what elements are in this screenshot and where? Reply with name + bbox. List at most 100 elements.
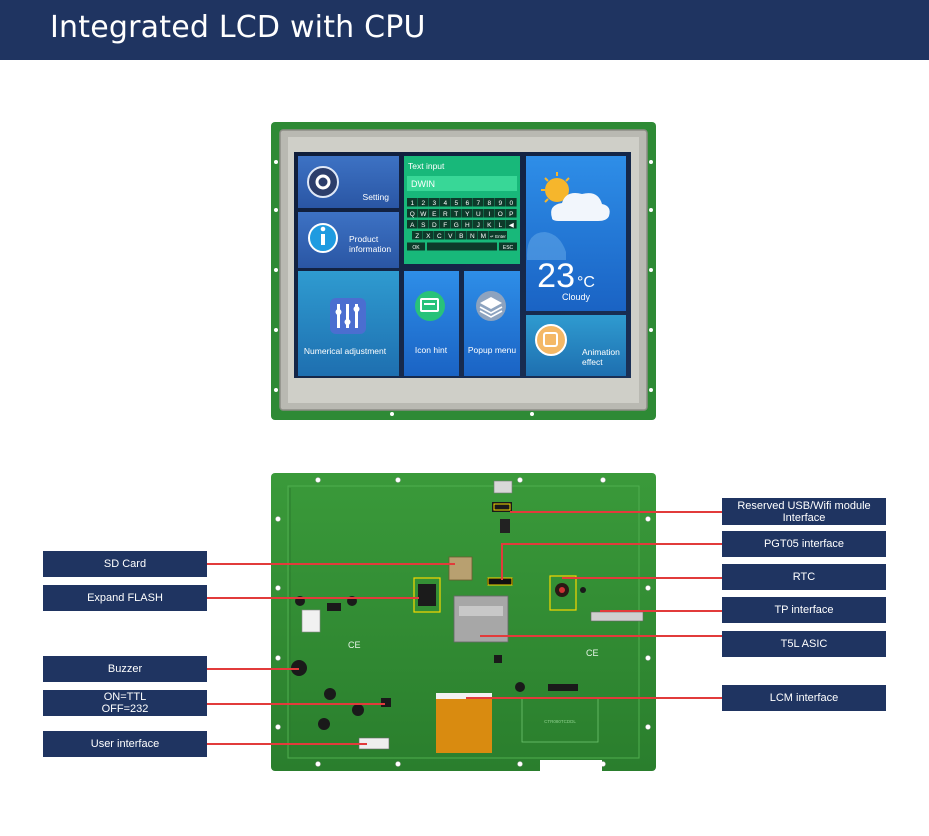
- keyboard-key[interactable]: [429, 198, 440, 207]
- keyboard-key-label: R: [443, 211, 448, 218]
- keyboard-key[interactable]: [473, 198, 484, 207]
- keyboard-key[interactable]: [423, 231, 434, 240]
- keyboard-key-label: C: [437, 233, 442, 240]
- keyboard-key-label: N: [470, 233, 475, 240]
- keyboard-key-label: ESC: [503, 245, 514, 251]
- keyboard-key[interactable]: [407, 209, 418, 218]
- keyboard-key-ok[interactable]: [407, 242, 425, 251]
- keyboard-key[interactable]: [473, 220, 484, 229]
- keyboard-key-label: 3: [432, 200, 436, 207]
- text-input-title: Text input: [408, 161, 445, 171]
- label-user-interface: User interface: [43, 731, 207, 757]
- keyboard-key[interactable]: [462, 198, 473, 207]
- keyboard-key[interactable]: [445, 231, 456, 240]
- pointer-sd-card: [207, 563, 455, 565]
- keyboard-key-label: 1: [410, 200, 414, 207]
- keyboard-key[interactable]: [484, 220, 495, 229]
- keyboard-key[interactable]: [506, 220, 517, 229]
- keyboard-key[interactable]: [451, 220, 462, 229]
- keyboard-key[interactable]: [434, 231, 445, 240]
- tile-animation-label-1: Animation: [582, 347, 620, 357]
- keyboard-key-label: T: [454, 211, 458, 218]
- keyboard-key[interactable]: [440, 198, 451, 207]
- keyboard-key[interactable]: [489, 231, 507, 240]
- keyboard-key-label: 2: [421, 200, 425, 207]
- keyboard-key[interactable]: [484, 209, 495, 218]
- keyboard-key[interactable]: [440, 220, 451, 229]
- keyboard-key-label: X: [426, 233, 431, 240]
- keyboard-key-label: J: [477, 222, 480, 229]
- keyboard-key[interactable]: [478, 231, 489, 240]
- label-expand-flash: Expand FLASH: [43, 585, 207, 611]
- label-ttl-232: ON=TTL OFF=232: [43, 690, 207, 716]
- keyboard-key-label: S: [421, 222, 426, 229]
- keyboard-key-label: OK: [412, 245, 420, 251]
- pointer-t5l: [480, 635, 722, 637]
- keyboard-key[interactable]: [462, 209, 473, 218]
- keyboard-key[interactable]: [462, 220, 473, 229]
- keyboard-key-label: K: [487, 222, 492, 229]
- pcb-back-photo: CTR080TCDDL CE CE: [271, 473, 656, 772]
- keyboard-key[interactable]: [495, 198, 506, 207]
- keyboard-key[interactable]: [429, 209, 440, 218]
- keyboard-key[interactable]: [451, 198, 462, 207]
- keyboard-key[interactable]: [495, 220, 506, 229]
- label-t5l: T5L ASIC: [722, 631, 886, 657]
- keyboard-key-esc[interactable]: [499, 242, 517, 251]
- keyboard-key[interactable]: [506, 209, 517, 218]
- pointer-tp: [600, 610, 722, 612]
- keyboard-key-label: I: [488, 211, 490, 218]
- keyboard-key[interactable]: [412, 231, 423, 240]
- pointer-expand-flash: [207, 597, 419, 599]
- tile-setting: [298, 156, 399, 208]
- weather-unit: °C: [577, 274, 595, 291]
- keyboard-key[interactable]: [407, 198, 418, 207]
- pointer-pgt05: [501, 543, 722, 545]
- tile-animation-label-2: effect: [582, 357, 603, 367]
- keyboard-key-label: G: [454, 222, 459, 229]
- keyboard-key-label: V: [448, 233, 453, 240]
- tile-popup-menu: [464, 271, 520, 376]
- tile-icon-hint-label: Icon hint: [415, 345, 448, 355]
- keyboard-key-label: D: [432, 222, 437, 229]
- pointer-pgt05-drop: [501, 543, 503, 580]
- keyboard-key[interactable]: [506, 198, 517, 207]
- keyboard-space-key[interactable]: [427, 242, 497, 251]
- page-title: Integrated LCD with CPU: [50, 10, 426, 45]
- label-usb-wifi: Reserved USB/Wifi module Interface: [722, 498, 886, 525]
- label-buzzer: Buzzer: [43, 656, 207, 682]
- tile-weather: [526, 156, 626, 311]
- keyboard-key-label: 5: [454, 200, 458, 207]
- pointer-user-interface: [207, 743, 367, 745]
- keyboard-key[interactable]: [473, 209, 484, 218]
- keyboard-key[interactable]: [418, 209, 429, 218]
- keyboard-key-label: 9: [498, 200, 502, 207]
- keyboard-key-label: 4: [443, 200, 447, 207]
- label-pgt05: PGT05 interface: [722, 531, 886, 557]
- keyboard-key-label: U: [476, 211, 481, 218]
- tile-popup-menu-label: Popup menu: [468, 345, 516, 355]
- keyboard-key-label: ↵ Enter: [490, 234, 506, 239]
- keyboard-key-label: W: [420, 211, 427, 218]
- keyboard-key[interactable]: [429, 220, 440, 229]
- keyboard-key-label: Z: [415, 233, 419, 240]
- keyboard-key[interactable]: [418, 198, 429, 207]
- keyboard-key-label: 7: [476, 200, 480, 207]
- keyboard-key[interactable]: [440, 209, 451, 218]
- keyboard-key[interactable]: [467, 231, 478, 240]
- keyboard-key-label: ◀: [509, 222, 515, 229]
- label-rtc: RTC: [722, 564, 886, 590]
- keyboard-key[interactable]: [451, 209, 462, 218]
- tile-product-info-label-2: information: [349, 244, 391, 254]
- keyboard-key[interactable]: [484, 198, 495, 207]
- keyboard-key[interactable]: [407, 220, 418, 229]
- svg-text:CE: CE: [348, 640, 361, 650]
- keyboard-key[interactable]: [418, 220, 429, 229]
- keyboard-key-label: Y: [465, 211, 470, 218]
- header-bar: Integrated LCD with CPU: [0, 0, 929, 60]
- keyboard-key[interactable]: [456, 231, 467, 240]
- keyboard-key-label: P: [509, 211, 513, 218]
- keyboard-key[interactable]: [495, 209, 506, 218]
- keyboard-key-label: O: [498, 211, 503, 218]
